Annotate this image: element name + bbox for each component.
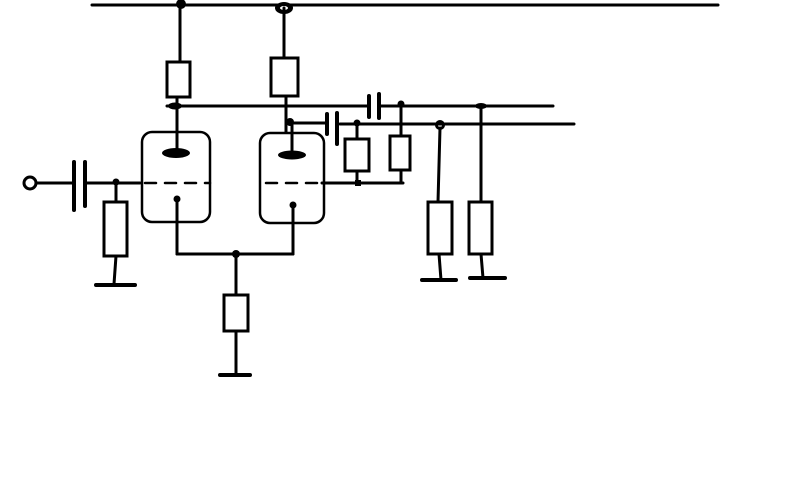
- supply-rail: [90, 0, 720, 14]
- coupling-capacitor-upper: [367, 92, 381, 120]
- output-bus-lower: [284, 118, 576, 130]
- output-resistor-right: [467, 104, 507, 280]
- vacuum-tube-right: [258, 121, 326, 225]
- input-capacitor: [72, 160, 87, 212]
- cathode-resistor: [175, 198, 295, 377]
- input-terminal: [22, 175, 142, 191]
- coupling-capacitor-lower: [325, 111, 339, 146]
- grid-resistor-left: [94, 180, 137, 287]
- grid-network-right: [320, 104, 412, 186]
- plate-resistor-right: [269, 6, 300, 137]
- plate-resistor-left: [165, 3, 192, 107]
- output-bus-upper: [165, 100, 555, 110]
- output-resistor-left: [420, 126, 458, 282]
